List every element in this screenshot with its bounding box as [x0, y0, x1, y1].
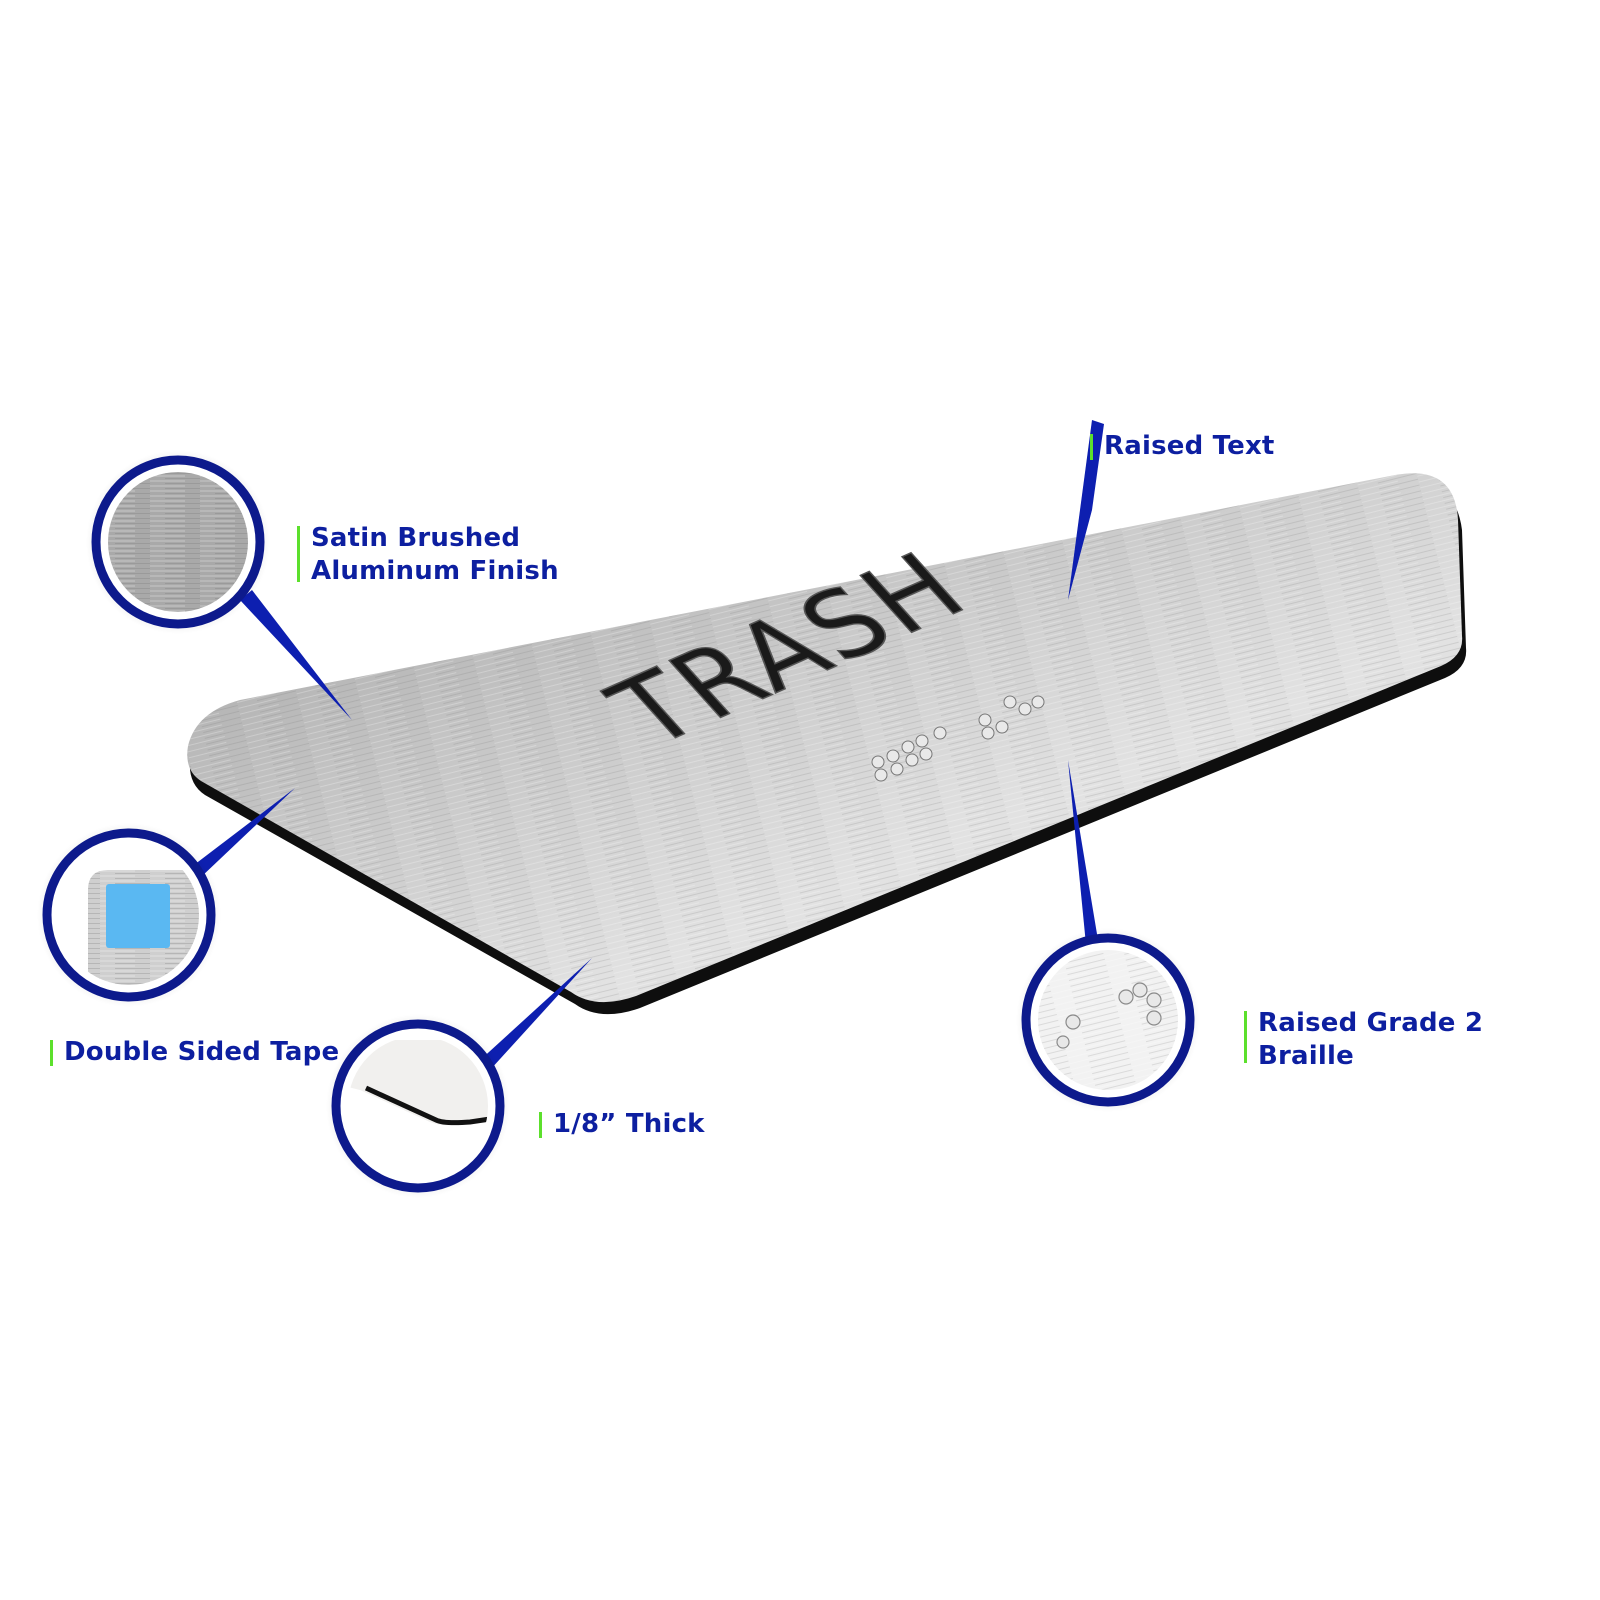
- sign-plate: TRASH: [187, 473, 1467, 1015]
- accent-bar: [50, 1040, 53, 1066]
- tape-square-icon: [106, 884, 170, 948]
- accent-bar: [1090, 434, 1093, 460]
- callout-circle-finish: [86, 450, 270, 634]
- accent-bar: [297, 526, 300, 582]
- braille-dots: [871, 695, 1045, 782]
- callout-label-raised-text: Raised Text: [1090, 430, 1275, 463]
- accent-bar: [539, 1112, 542, 1138]
- callout-label-thickness: 1/8” Thick: [539, 1108, 705, 1141]
- callout-label-tape: Double Sided Tape: [50, 1036, 339, 1069]
- accent-bar: [1244, 1011, 1247, 1063]
- callout-pointers: [190, 420, 1104, 1070]
- callout-circle-tape: [37, 823, 221, 1007]
- callout-circle-braille: [1016, 928, 1200, 1112]
- callout-label-braille: Raised Grade 2 Braille: [1244, 1007, 1483, 1073]
- callout-circle-thickness: [326, 1014, 510, 1198]
- callout-label-finish: Satin Brushed Aluminum Finish: [297, 522, 559, 588]
